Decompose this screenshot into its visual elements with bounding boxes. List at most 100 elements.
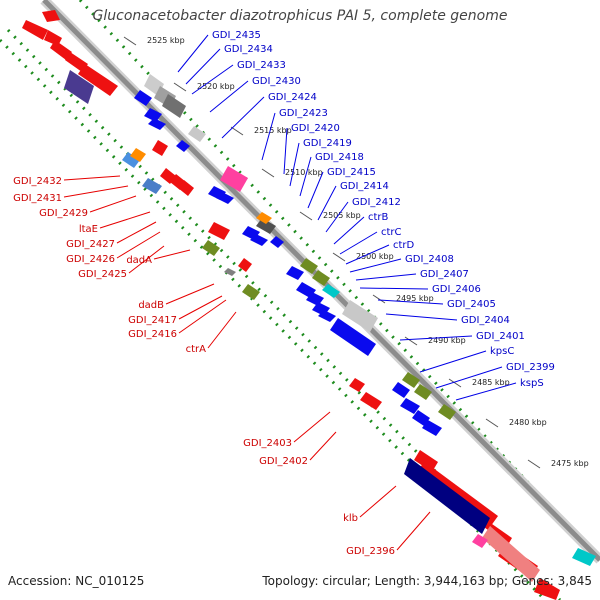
reverse-gene-label[interactable]: GDI_2427 — [66, 239, 115, 250]
gene-block[interactable] — [122, 152, 140, 168]
gene-arrow[interactable] — [286, 266, 304, 280]
reverse-gene-labels: GDI_2432GDI_2431GDI_2429ltaEGDI_2427GDI_… — [13, 176, 395, 557]
gene-block[interactable] — [162, 94, 186, 118]
gene-arrow[interactable] — [306, 292, 324, 306]
reverse-gene-label[interactable]: GDI_2429 — [39, 208, 88, 219]
forward-gene-label[interactable]: GDI_2430 — [252, 76, 301, 87]
reverse-gene-label[interactable]: ltaE — [79, 224, 98, 235]
forward-gene-label[interactable]: GDI_2401 — [476, 331, 525, 342]
gene-arrow[interactable] — [412, 410, 430, 426]
reverse-gene-label[interactable]: ctrA — [186, 344, 207, 355]
gene-block[interactable] — [300, 258, 318, 274]
gene-arrow[interactable] — [400, 398, 420, 414]
gene-arrow[interactable] — [318, 310, 336, 322]
gene-block[interactable] — [342, 300, 378, 332]
gene-block[interactable] — [472, 534, 488, 548]
reverse-gene-label[interactable]: GDI_2431 — [13, 193, 62, 204]
reverse-gene-label[interactable]: GDI_2425 — [78, 269, 127, 280]
tick-mark — [299, 211, 313, 221]
gene-arrow[interactable] — [148, 118, 166, 130]
gene-arrow[interactable] — [330, 318, 376, 356]
forward-gene-label[interactable]: ctrB — [368, 212, 389, 223]
gene-arrow[interactable] — [78, 64, 118, 96]
gene-arrow[interactable] — [134, 90, 152, 106]
gene-block[interactable] — [572, 548, 596, 566]
forward-gene-label[interactable]: GDI_2420 — [291, 123, 340, 134]
forward-gene-label[interactable]: GDI_2435 — [212, 30, 261, 41]
forward-gene-label[interactable]: GDI_2399 — [506, 362, 555, 373]
gene-block[interactable] — [130, 148, 146, 162]
forward-gene-label[interactable]: GDI_2424 — [268, 92, 317, 103]
gene-block[interactable] — [256, 218, 276, 234]
reverse-gene-label[interactable]: GDI_2396 — [346, 546, 395, 557]
forward-gene-label[interactable]: kspS — [520, 378, 544, 389]
gene-arrow[interactable] — [270, 236, 284, 248]
forward-label-leaders — [177, 34, 517, 401]
gene-block[interactable] — [402, 372, 420, 388]
gene-arrow[interactable] — [349, 378, 365, 392]
gene-arrow[interactable] — [65, 52, 88, 72]
tick-mark — [123, 36, 137, 46]
tick-label: 2515 kbp — [254, 126, 292, 135]
reverse-gene-label[interactable]: GDI_2402 — [259, 456, 308, 467]
gene-arrow[interactable] — [22, 20, 48, 40]
gene-block[interactable] — [142, 178, 162, 194]
gene-arrow[interactable] — [360, 392, 382, 410]
gene-arrow[interactable] — [50, 40, 72, 60]
reverse-gene-label[interactable]: GDI_2417 — [128, 315, 177, 326]
forward-gene-label[interactable]: GDI_2434 — [224, 44, 273, 55]
gene-arrow[interactable] — [42, 10, 60, 22]
forward-genes — [134, 90, 442, 436]
reverse-gene-label[interactable]: GDI_2432 — [13, 176, 62, 187]
reverse-gene-label[interactable]: dadA — [126, 255, 152, 266]
forward-gene-label[interactable]: GDI_2408 — [405, 254, 454, 265]
forward-gene-label[interactable]: GDI_2414 — [340, 181, 389, 192]
forward-gene-label[interactable]: GDI_2406 — [432, 284, 481, 295]
forward-gene-label[interactable]: GDI_2405 — [447, 299, 496, 310]
forward-gene-label[interactable]: ctrC — [381, 227, 402, 238]
gene-block[interactable] — [256, 212, 272, 224]
reverse-gene-label[interactable]: GDI_2416 — [128, 329, 177, 340]
gene-block[interactable] — [220, 166, 248, 192]
gene-arrow[interactable] — [144, 108, 162, 122]
gene-arrow[interactable] — [250, 234, 268, 246]
gene-block[interactable] — [414, 384, 432, 400]
forward-gene-label[interactable]: GDI_2415 — [327, 167, 376, 178]
gene-arrow[interactable] — [482, 526, 540, 582]
forward-gene-label[interactable]: GDI_2407 — [420, 269, 469, 280]
reverse-gene-label[interactable]: klb — [343, 513, 358, 524]
forward-gene-label[interactable]: GDI_2423 — [279, 108, 328, 119]
forward-gene-label[interactable]: GDI_2418 — [315, 152, 364, 163]
gene-block[interactable] — [188, 126, 206, 142]
forward-gene-label[interactable]: GDI_2412 — [352, 197, 401, 208]
gene-block[interactable] — [224, 268, 236, 276]
gene-arrow[interactable] — [392, 382, 410, 398]
gene-arrow[interactable] — [208, 222, 230, 240]
gene-arrow[interactable] — [216, 192, 234, 204]
gene-arrow[interactable] — [176, 140, 190, 152]
forward-gene-label[interactable]: kpsC — [490, 346, 514, 357]
gene-block[interactable] — [438, 404, 456, 420]
reverse-gene-label[interactable]: GDI_2403 — [243, 438, 292, 449]
forward-gene-label[interactable]: GDI_2404 — [461, 315, 510, 326]
forward-gene-label[interactable]: GDI_2419 — [303, 138, 352, 149]
gene-arrow[interactable] — [178, 180, 194, 196]
gene-block[interactable] — [312, 270, 330, 286]
gene-block[interactable] — [202, 240, 220, 256]
gene-block[interactable] — [322, 284, 340, 298]
forward-leader-line — [283, 127, 288, 175]
reverse-leader-line — [293, 411, 331, 443]
gene-block[interactable] — [64, 70, 94, 104]
forward-gene-label[interactable]: GDI_2433 — [237, 60, 286, 71]
gene-arrow[interactable] — [238, 258, 252, 272]
gene-block[interactable] — [242, 284, 260, 300]
reverse-leader-line — [99, 211, 151, 229]
gene-arrow[interactable] — [152, 140, 168, 156]
reverse-gene-label[interactable]: GDI_2426 — [66, 254, 115, 265]
reverse-gene-label[interactable]: dadB — [138, 300, 164, 311]
gene-arrow[interactable] — [534, 578, 560, 600]
gene-block[interactable] — [404, 458, 490, 534]
gene-arrow[interactable] — [414, 450, 438, 472]
forward-gene-label[interactable]: ctrD — [393, 240, 415, 251]
gene-arrow[interactable] — [422, 420, 442, 436]
